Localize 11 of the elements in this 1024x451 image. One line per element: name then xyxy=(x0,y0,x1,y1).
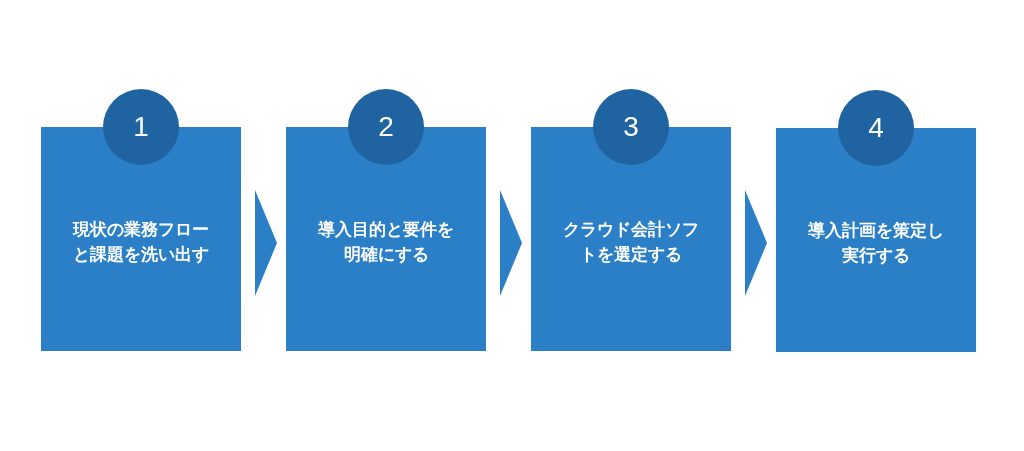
step-label: 導入計画を策定し実行する xyxy=(807,219,945,267)
step-number-circle: 2 xyxy=(348,89,424,165)
step-label: 現状の業務フローと課題を洗い出す xyxy=(71,218,210,266)
chevron-arrow xyxy=(500,190,522,296)
step-label: クラウド会計ソフトを選定する xyxy=(562,218,700,266)
step-label: 導入目的と要件を明確にする xyxy=(317,218,455,266)
chevron-arrow xyxy=(745,190,767,296)
step-number-circle: 1 xyxy=(103,89,179,165)
step-number-circle: 3 xyxy=(593,89,669,165)
chevron-arrow xyxy=(255,190,277,296)
step-number-circle: 4 xyxy=(838,90,914,166)
